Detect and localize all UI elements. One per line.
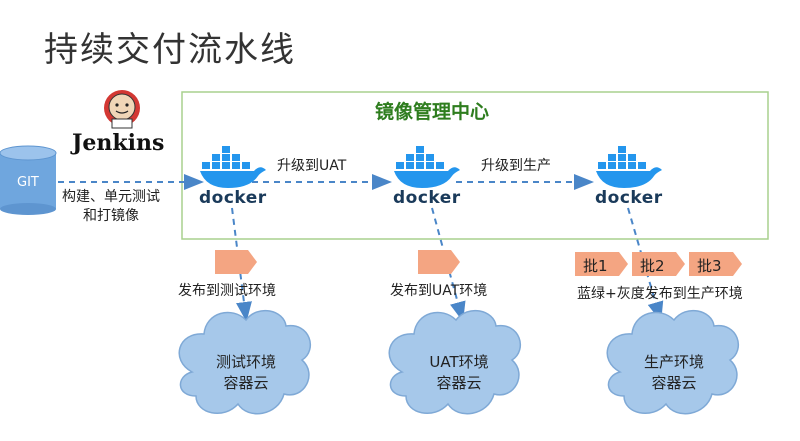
build-step-label: 构建、单元测试 和打镜像 [62,188,160,226]
panel-title: 镜像管理中心 [375,101,490,123]
cloud-label-line-2: 容器云 [651,374,697,392]
build-step-line-2: 和打镜像 [83,208,139,224]
batch-label-3: 批3 [697,257,722,275]
docker-label: docker [595,188,663,208]
cloud-label-line-1: 测试环境 [215,353,276,371]
batch-label-1: 批1 [583,257,608,275]
deploy-uat-label: 发布到UAT环境 [390,283,488,299]
cloud-label-line-2: 容器云 [223,374,269,392]
image-management-panel [181,91,769,240]
deploy-prod-label: 蓝绿+灰度发布到生产环境 [577,286,743,302]
build-step-line-1: 构建、单元测试 [62,189,160,205]
batch-tag-1 [575,252,628,276]
uat-cloud-shape [388,309,522,415]
git-label: GIT [17,175,39,190]
batch-label-2: 批2 [640,257,665,275]
test-cloud-label: 测试环境 容器云 [206,352,286,394]
cloud-label-line-2: 容器云 [436,374,482,392]
deploy-uat-tag [418,250,460,274]
uat-cloud-label: UAT环境 容器云 [414,352,504,394]
test-cloud-shape [178,309,312,415]
docker-whale-icon [596,146,662,188]
jenkins-name: Jenkins [72,130,165,156]
page-title: 持续交付流水线 [44,30,296,70]
upgrade-uat-label: 升级到UAT [277,158,347,174]
prod-cloud-shape [606,309,740,415]
prod-cloud-label: 生产环境 容器云 [634,352,714,394]
docker-whale-icon [200,146,266,188]
docker-label: docker [199,188,267,208]
batch-tag-2 [632,252,685,276]
deploy-test-label: 发布到测试环境 [178,283,276,299]
batch-tag-3 [689,252,742,276]
cloud-label-line-1: 生产环境 [643,353,704,371]
upgrade-prod-label: 升级到生产 [481,158,551,174]
cloud-label-line-1: UAT环境 [429,353,489,371]
docker-label: docker [393,188,461,208]
deploy-test-tag [215,250,257,274]
jenkins-logo-icon [104,90,140,129]
git-repository-icon [0,145,57,215]
docker-whale-icon [394,146,460,188]
